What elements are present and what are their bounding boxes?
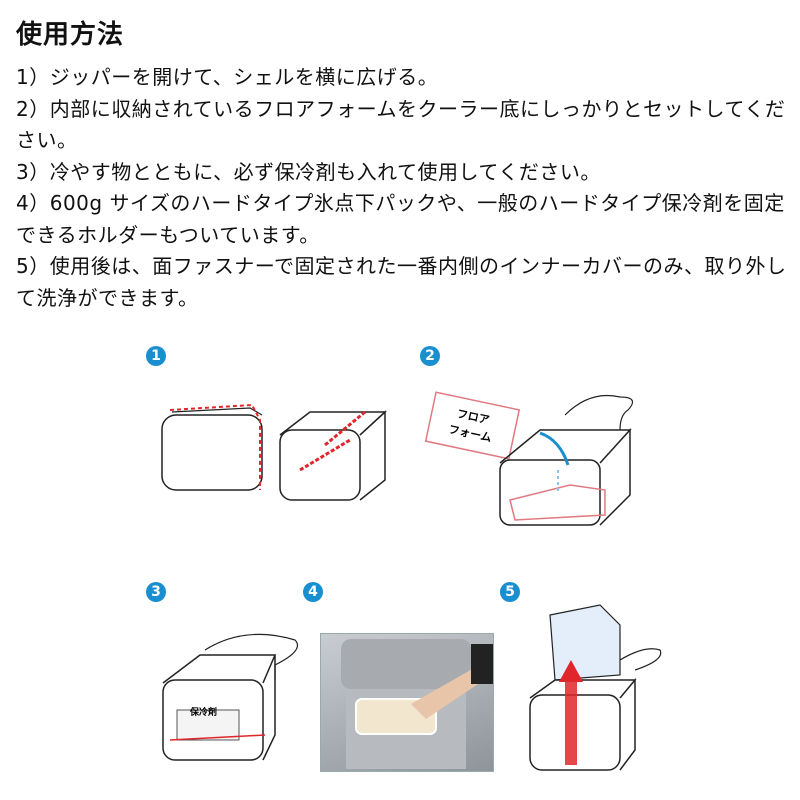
- step-number-5: 5: [500, 582, 520, 602]
- step-number-3: 3: [146, 582, 166, 602]
- step-4: 4）600g サイズのハードタイプ氷点下パックや、一般のハードタイプ保冷剤を固定…: [16, 191, 785, 247]
- step-1: 1）ジッパーを開けて、シェルを横に広げる。: [16, 65, 439, 89]
- photo-holder-usage: [320, 633, 494, 772]
- step-3: 3）冷やす物とともに、必ず保冷剤も入れて使用してください。: [16, 159, 601, 184]
- instruction-list: 1）ジッパーを開けて、シェルを横に広げる。 2）内部に収納されているフロアフォー…: [16, 62, 791, 314]
- figure-ice-pack: 保冷剤: [162, 633, 299, 761]
- page-title: 使用方法: [16, 20, 125, 50]
- figure-inner-cover: [529, 604, 662, 771]
- figure-open-zipper: [161, 403, 387, 501]
- step-2: 2）内部に収納されているフロアフォームをクーラー底にしっかりとセットしてください…: [16, 96, 786, 153]
- step-number-2: 2: [420, 346, 440, 366]
- ice-pack-label: 保冷剤: [189, 706, 217, 718]
- figure-floor-foam: フロア フォーム: [424, 391, 634, 526]
- step-5: 5）使用後は、面ファスナーで固定された一番内側のインナーカバーのみ、取り外して洗…: [16, 254, 787, 310]
- step-number-1: 1: [146, 346, 166, 366]
- step-number-4: 4: [303, 582, 323, 602]
